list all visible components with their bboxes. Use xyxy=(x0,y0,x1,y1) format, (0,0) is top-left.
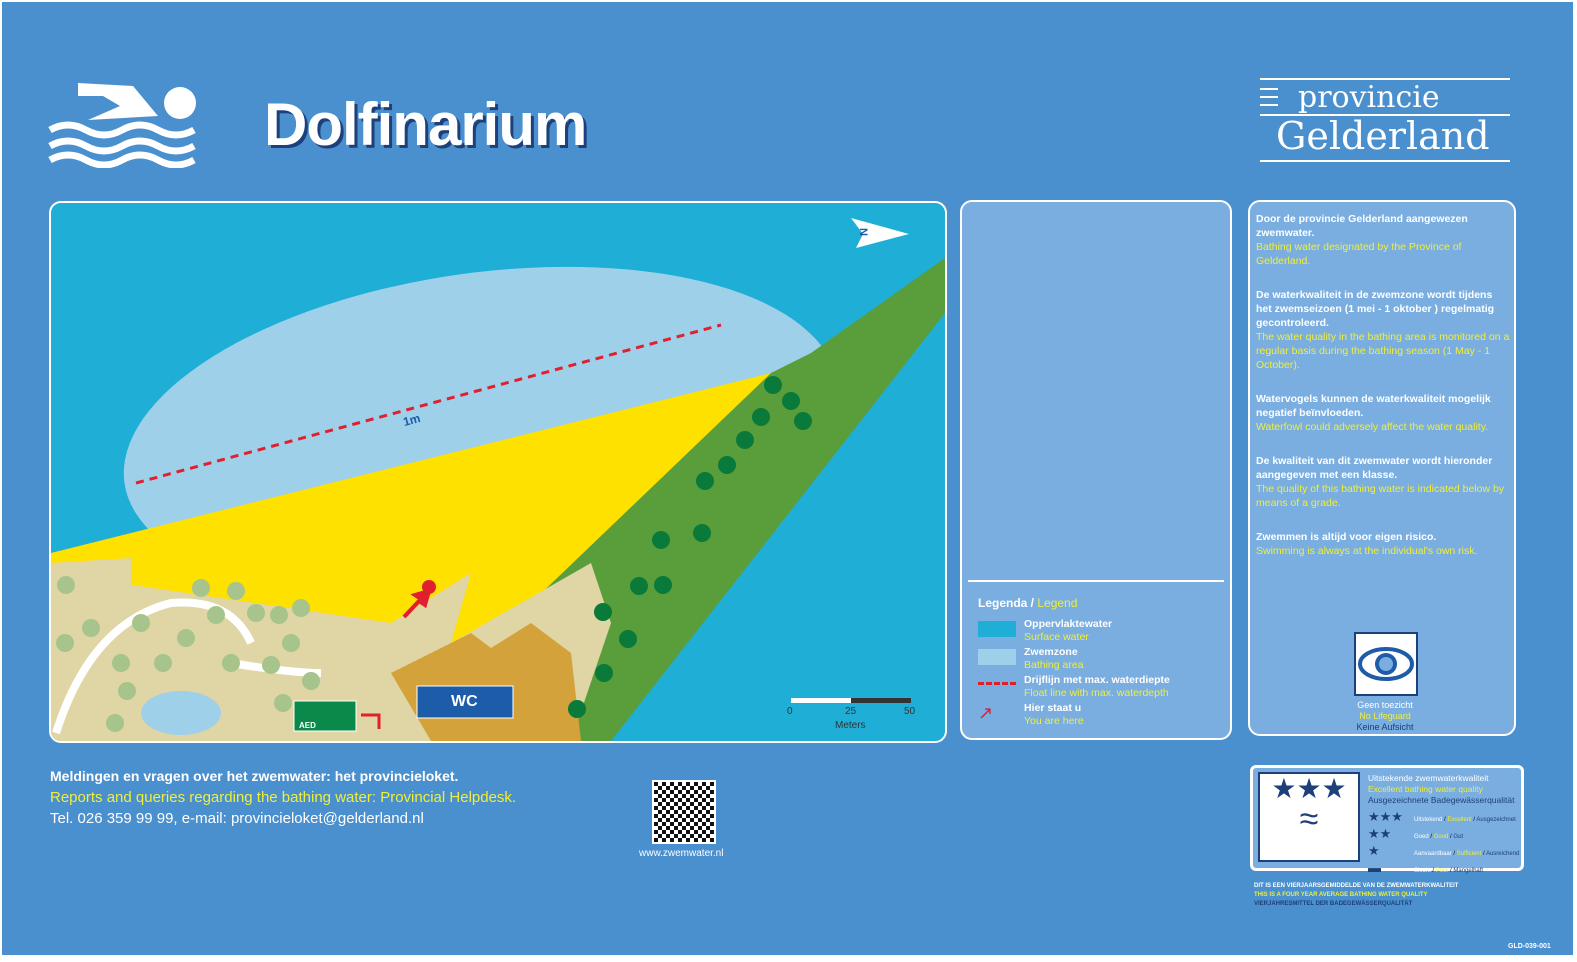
you-are-here-arrow xyxy=(402,588,432,619)
green-strip xyxy=(531,258,945,741)
qr-code[interactable] xyxy=(652,780,716,844)
water-quality-grade: ★★★≈ Uitstekende zwemwaterkwaliteit Exce… xyxy=(1250,765,1524,875)
provincie-gelderland-logo: provincie Gelderland xyxy=(1260,78,1510,164)
page-title: Dolfinarium xyxy=(264,91,587,158)
wc-label: WC xyxy=(451,693,478,710)
website-link[interactable]: www.zwemwater.nl xyxy=(639,848,724,859)
contact-info: Meldingen en vragen over het zwemwater: … xyxy=(50,768,517,827)
north-arrow xyxy=(851,218,909,248)
scale-0: 0 xyxy=(787,706,793,717)
average-note: DIT IS EEN VIERJAARSGEMIDDELDE VAN DE ZW… xyxy=(1254,883,1459,907)
aed-label: AED xyxy=(299,721,316,730)
scale-unit: Meters xyxy=(835,720,866,731)
no-lifeguard-eye-icon xyxy=(1354,632,1418,696)
swimmer-icon xyxy=(48,83,196,168)
beach-map: 1m N AED WC 0 25 50 Meters xyxy=(49,201,947,743)
float-line xyxy=(135,323,722,485)
scale-25: 25 xyxy=(845,706,857,717)
scale-50: 50 xyxy=(904,706,916,717)
info-panel: Door de provincie Gelderland aangewezen … xyxy=(1248,200,1516,736)
sign-code: GLD-039-001 xyxy=(1508,943,1551,950)
three-stars-icon: ★★★≈ xyxy=(1258,772,1360,862)
north-label: N xyxy=(856,228,869,236)
